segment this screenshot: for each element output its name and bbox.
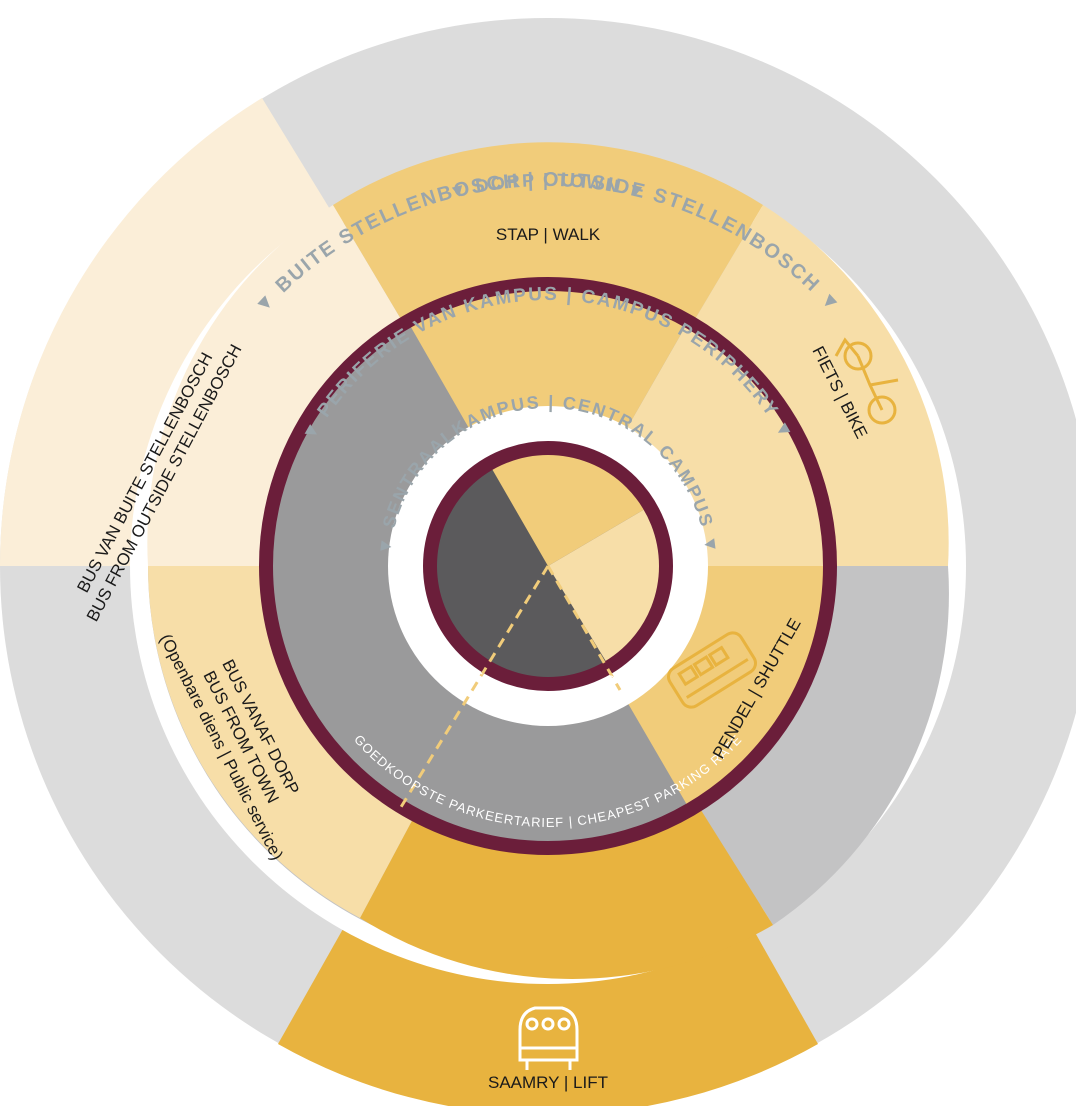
car-icon (518, 1006, 579, 1070)
shuttle-bus-icon (667, 631, 757, 709)
bicycle-icon (834, 337, 899, 425)
central-circle (423, 441, 673, 691)
walk-label: STAP | WALK (496, 225, 601, 244)
route-lines (396, 565, 622, 813)
lift-label: SAAMRY | LIFT (488, 1073, 608, 1092)
